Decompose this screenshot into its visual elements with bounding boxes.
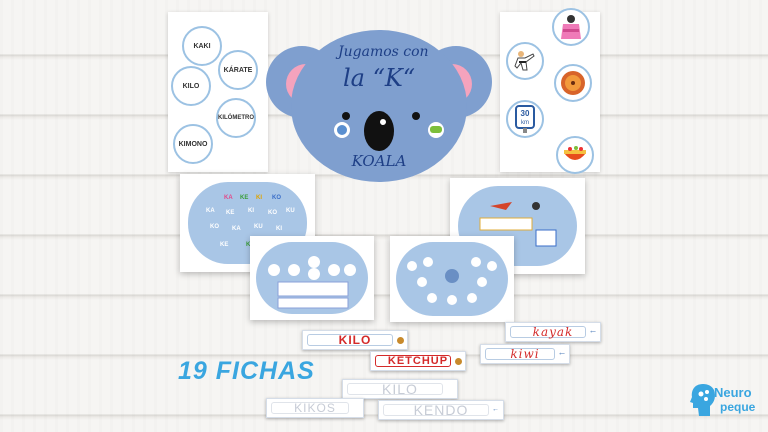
- fichas-label: 19 FICHAS: [178, 357, 315, 385]
- kilometer-sign-icon: 30 km: [506, 100, 544, 138]
- svg-text:KA: KA: [232, 226, 241, 232]
- svg-text:KI: KI: [248, 208, 254, 214]
- word-circle-karate: KÁRATE: [218, 50, 258, 90]
- worksheet-pictures: [450, 178, 585, 274]
- kimono-icon: [552, 8, 590, 46]
- brain-head-icon: [690, 384, 715, 416]
- title-line-2: la “K“: [342, 64, 416, 92]
- title-caption: KOALA: [351, 152, 407, 170]
- logo-line-2: peque: [720, 400, 756, 414]
- strip-ketchup: KETCHUP: [370, 351, 466, 371]
- word-circle-kilometro: KILÓMETRO: [216, 98, 256, 138]
- picture-circles-sheet: 30 km: [500, 8, 600, 174]
- svg-text:KO: KO: [272, 195, 281, 201]
- km-sign-value: 30: [521, 109, 530, 118]
- svg-text:KO: KO: [210, 224, 219, 230]
- svg-text:KE: KE: [240, 195, 248, 201]
- svg-text:KA: KA: [206, 208, 215, 214]
- title-line-1: Jugamos con: [338, 44, 429, 60]
- word-circles-sheet: KAKI KÁRATE KILO KILÓMETRO KIMONO: [168, 12, 268, 172]
- strip-kayak: kayak←: [505, 322, 601, 342]
- svg-text:KU: KU: [286, 208, 295, 214]
- kiwi-icon: [554, 64, 592, 102]
- word-circle-kaki: KAKI: [182, 26, 222, 66]
- karate-icon: [506, 42, 544, 80]
- ketchup-icon: [556, 136, 594, 174]
- svg-text:KI: KI: [256, 195, 262, 201]
- logo-line-1: Neuro: [714, 385, 752, 400]
- koala-head: [266, 30, 492, 182]
- strip-kilo-bold: KILO: [302, 330, 408, 350]
- svg-text:KA: KA: [224, 195, 233, 201]
- svg-text:KO: KO: [268, 210, 277, 216]
- strip-kendo: KENDO←: [378, 400, 504, 420]
- worksheet-circles-1: [250, 236, 374, 320]
- word-circle-kilo: KILO: [171, 66, 211, 106]
- worksheet-circles-2: [390, 236, 514, 322]
- worksheet-circles-1-content: [268, 256, 356, 309]
- worksheet-pictures-content: [479, 202, 557, 247]
- svg-text:KE: KE: [226, 210, 234, 216]
- word-circle-kimono: KIMONO: [173, 124, 213, 164]
- svg-text:KE: KE: [220, 242, 228, 248]
- worksheet-circles-2-content: [407, 257, 497, 305]
- svg-text:KI: KI: [276, 226, 282, 232]
- strip-kiwi: kiwi←: [480, 344, 570, 364]
- svg-text:KU: KU: [254, 224, 263, 230]
- strip-kilo-outline: KILO: [342, 379, 458, 399]
- strip-kikos: KIKOS: [266, 398, 364, 418]
- neuropeque-logo: Neuro peque: [690, 382, 762, 422]
- km-sign-unit: km: [521, 120, 529, 126]
